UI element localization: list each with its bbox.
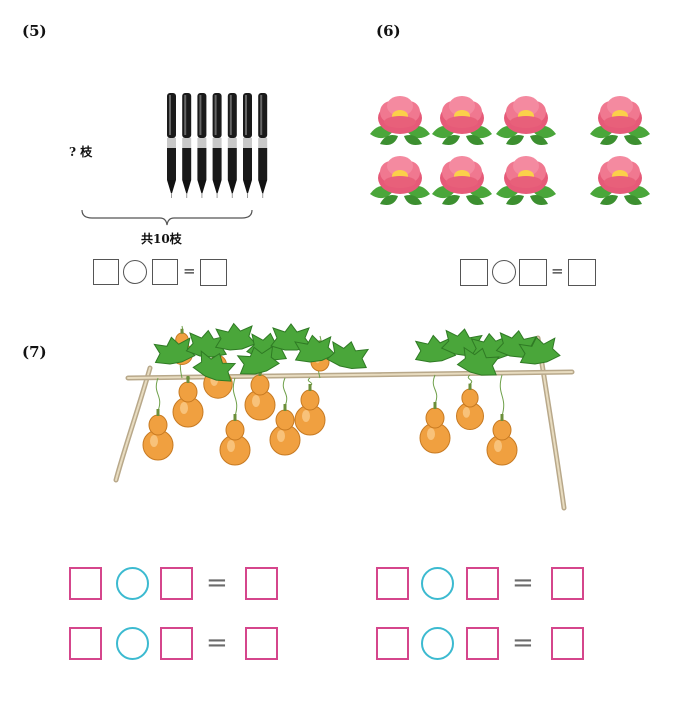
pen-icon [243,93,252,198]
total-count-label: 共10枝 [141,232,182,246]
pen-icon [212,93,222,198]
brace-icon [81,209,253,226]
gourd-icon [244,369,276,421]
pen-icon [258,93,268,198]
equals-sign: = [206,628,228,658]
answer-box[interactable] [376,567,409,600]
equals-sign: = [512,628,534,658]
problem-7-label: (7) [22,343,47,361]
gourd-trellis-illustration [113,322,575,511]
equals-sign: = [512,568,534,598]
problem-5-label: (5) [22,22,47,40]
peony-flower-icon [432,156,492,205]
answer-box[interactable] [69,567,102,600]
operator-circle[interactable] [123,260,147,284]
result-box[interactable] [551,627,584,660]
answer-box[interactable] [69,627,102,660]
leaf-icon [326,341,370,369]
peony-flower-icon [370,96,430,145]
operator-circle[interactable] [116,627,149,660]
peony-flowers-illustration [370,96,650,205]
answer-box[interactable] [466,567,499,600]
operator-circle[interactable] [116,567,149,600]
answer-box[interactable] [466,627,499,660]
gourd-icon [486,414,518,466]
pens-illustration [167,93,268,198]
answer-box[interactable] [152,259,178,285]
leaf-icon [214,322,257,351]
unknown-count-label: ? 枝 [69,145,93,159]
result-box[interactable] [568,259,596,286]
gourd-icon [219,414,251,466]
equals-sign: = [206,568,228,598]
gourd-icon [419,402,451,454]
leaf-icon [192,350,237,382]
result-box[interactable] [551,567,584,600]
operator-circle[interactable] [492,260,516,284]
operator-circle[interactable] [421,567,454,600]
answer-box[interactable] [160,627,193,660]
answer-box[interactable] [376,627,409,660]
peony-flower-icon [496,96,556,145]
pen-icon [197,93,207,198]
peony-flower-icon [590,156,650,205]
answer-box[interactable] [93,259,119,285]
operator-circle[interactable] [421,627,454,660]
result-box[interactable] [245,567,278,600]
answer-box[interactable] [160,567,193,600]
gourd-icon [172,376,204,428]
gourd-icon [269,404,301,456]
pen-icon [167,93,176,198]
peony-flower-icon [590,96,650,145]
problem-6-label: (6) [376,22,401,40]
pen-icon [227,93,237,198]
pen-icon [182,93,192,198]
gourd-icon [456,383,484,430]
leaf-icon [456,346,500,376]
peony-flower-icon [370,156,430,205]
answer-box[interactable] [519,259,547,286]
leaf-icon [153,336,196,365]
equals-sign: = [183,262,196,280]
answer-box[interactable] [460,259,488,286]
leaf-icon [236,345,280,375]
gourd-icon [142,409,174,461]
gourd-icon [294,384,326,436]
leaf-icon [414,334,457,363]
leaf-icon [518,336,561,365]
result-box[interactable] [245,627,278,660]
peony-flower-icon [496,156,556,205]
peony-flower-icon [432,96,492,145]
leaf-icon [185,329,228,358]
result-box[interactable] [200,259,227,286]
equals-sign: = [551,262,564,280]
